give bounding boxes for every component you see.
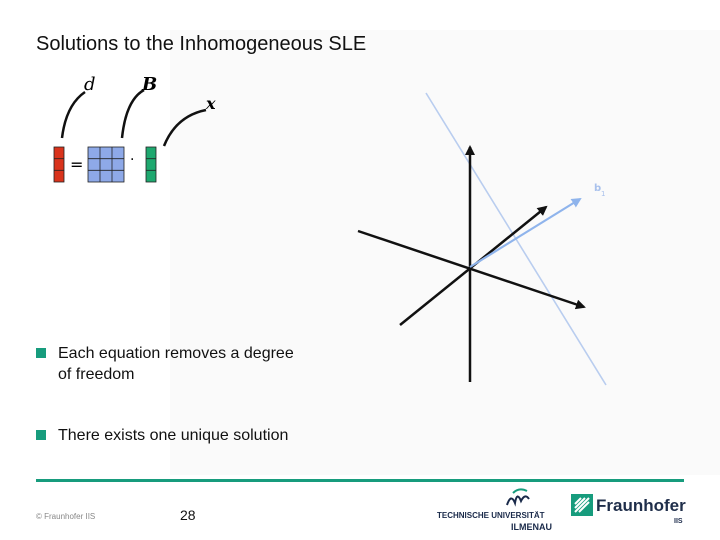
fraunhofer-logo-icon xyxy=(571,494,593,516)
curve-x xyxy=(162,108,207,147)
bullet-2: There exists one unique solution xyxy=(36,425,336,446)
vector-d xyxy=(53,146,65,183)
label-x: x xyxy=(205,94,216,113)
content-panel xyxy=(170,30,720,475)
bullet-marker xyxy=(36,348,46,358)
curve-B xyxy=(120,88,145,139)
label-B: B xyxy=(141,74,157,95)
bullet-1: Each equation removes a degree of freedo… xyxy=(36,343,336,385)
matrix-B xyxy=(87,146,125,183)
bullet-marker xyxy=(36,430,46,440)
tu-name-line1: TECHNISCHE UNIVERSITÄT xyxy=(437,511,545,520)
bullet-1-line2: of freedom xyxy=(58,366,135,383)
fraunhofer-sub: IIS xyxy=(674,518,683,525)
dot-sign: · xyxy=(130,152,134,168)
vector-b1 xyxy=(469,197,582,268)
curve-d xyxy=(60,90,86,139)
vector-x xyxy=(145,146,157,183)
bullet-1-line1: Each equation removes a degree xyxy=(58,345,294,362)
page-number: 28 xyxy=(180,507,196,523)
label-b1: b xyxy=(594,183,601,194)
bullet-2-line1: There exists one unique solution xyxy=(58,427,289,444)
copyright-text: © Fraunhofer IIS xyxy=(36,512,96,521)
matrix-equation-illustration: d B x = · xyxy=(53,74,216,183)
tu-name-line2: ILMENAU xyxy=(511,522,552,532)
label-b1-sub: 1 xyxy=(601,190,605,198)
footer-divider xyxy=(36,479,684,482)
tu-ilmenau-logo-icon xyxy=(506,488,530,507)
label-d: d xyxy=(84,74,96,95)
fraunhofer-name: Fraunhofer xyxy=(596,496,686,515)
slide-title: Solutions to the Inhomogeneous SLE xyxy=(36,33,367,55)
equals-sign: = xyxy=(70,155,83,174)
3d-axes-illustration: b 1 xyxy=(357,92,607,386)
